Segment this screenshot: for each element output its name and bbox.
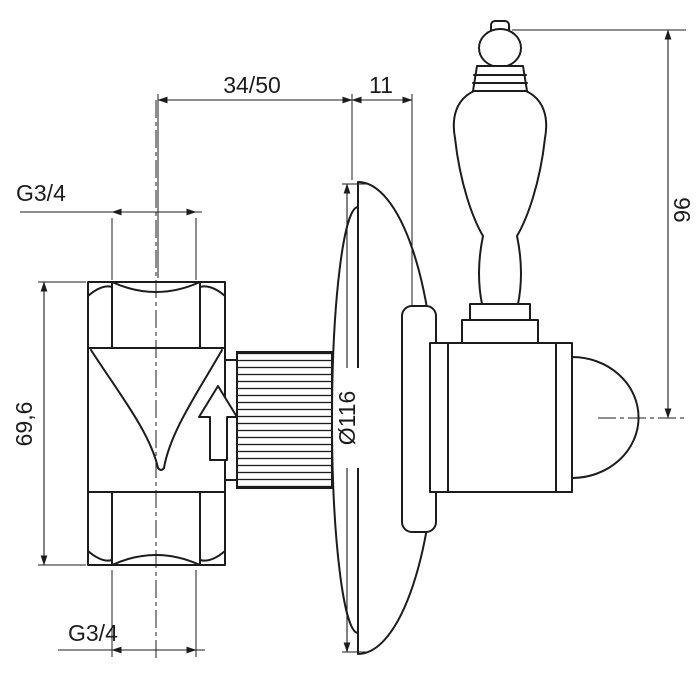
- centerlines: [155, 100, 688, 658]
- dim-plate-offset-label: 11: [369, 72, 393, 98]
- handle-base-ring-upper: [469, 303, 531, 321]
- dim-depth-range: 34/50: [157, 72, 353, 278]
- dim-plate-diameter-label: Ø116: [334, 391, 360, 446]
- threaded-stem: [224, 351, 333, 489]
- handle-ball: [478, 28, 522, 68]
- valve-body: [87, 281, 238, 566]
- flow-direction-arrow-icon: [198, 385, 238, 461]
- dim-handle-height-label: 96: [669, 197, 695, 223]
- dim-plate-diameter: Ø116: [334, 183, 368, 653]
- dim-handle-height: 96: [512, 29, 695, 419]
- dim-thread-bottom: G3/4: [58, 570, 205, 657]
- dim-thread-top: G3/4: [16, 180, 202, 280]
- dim-thread-top-label: G3/4: [16, 180, 66, 206]
- valve-body-middle: [87, 347, 238, 493]
- dim-plate-offset: 11: [351, 72, 413, 306]
- cartridge-housing: [429, 342, 640, 493]
- dim-thread-bottom-label: G3/4: [68, 620, 118, 646]
- dim-depth-range-label: 34/50: [223, 72, 281, 98]
- dim-body-height-label: 69,6: [11, 402, 37, 447]
- dim-body-height: 69,6: [11, 281, 86, 566]
- handle-body: [452, 90, 548, 305]
- dim-label-mask: [336, 368, 359, 468]
- handle-base-ring-lower: [461, 319, 539, 344]
- lever-handle: [452, 20, 548, 344]
- handle-collar: [472, 65, 528, 92]
